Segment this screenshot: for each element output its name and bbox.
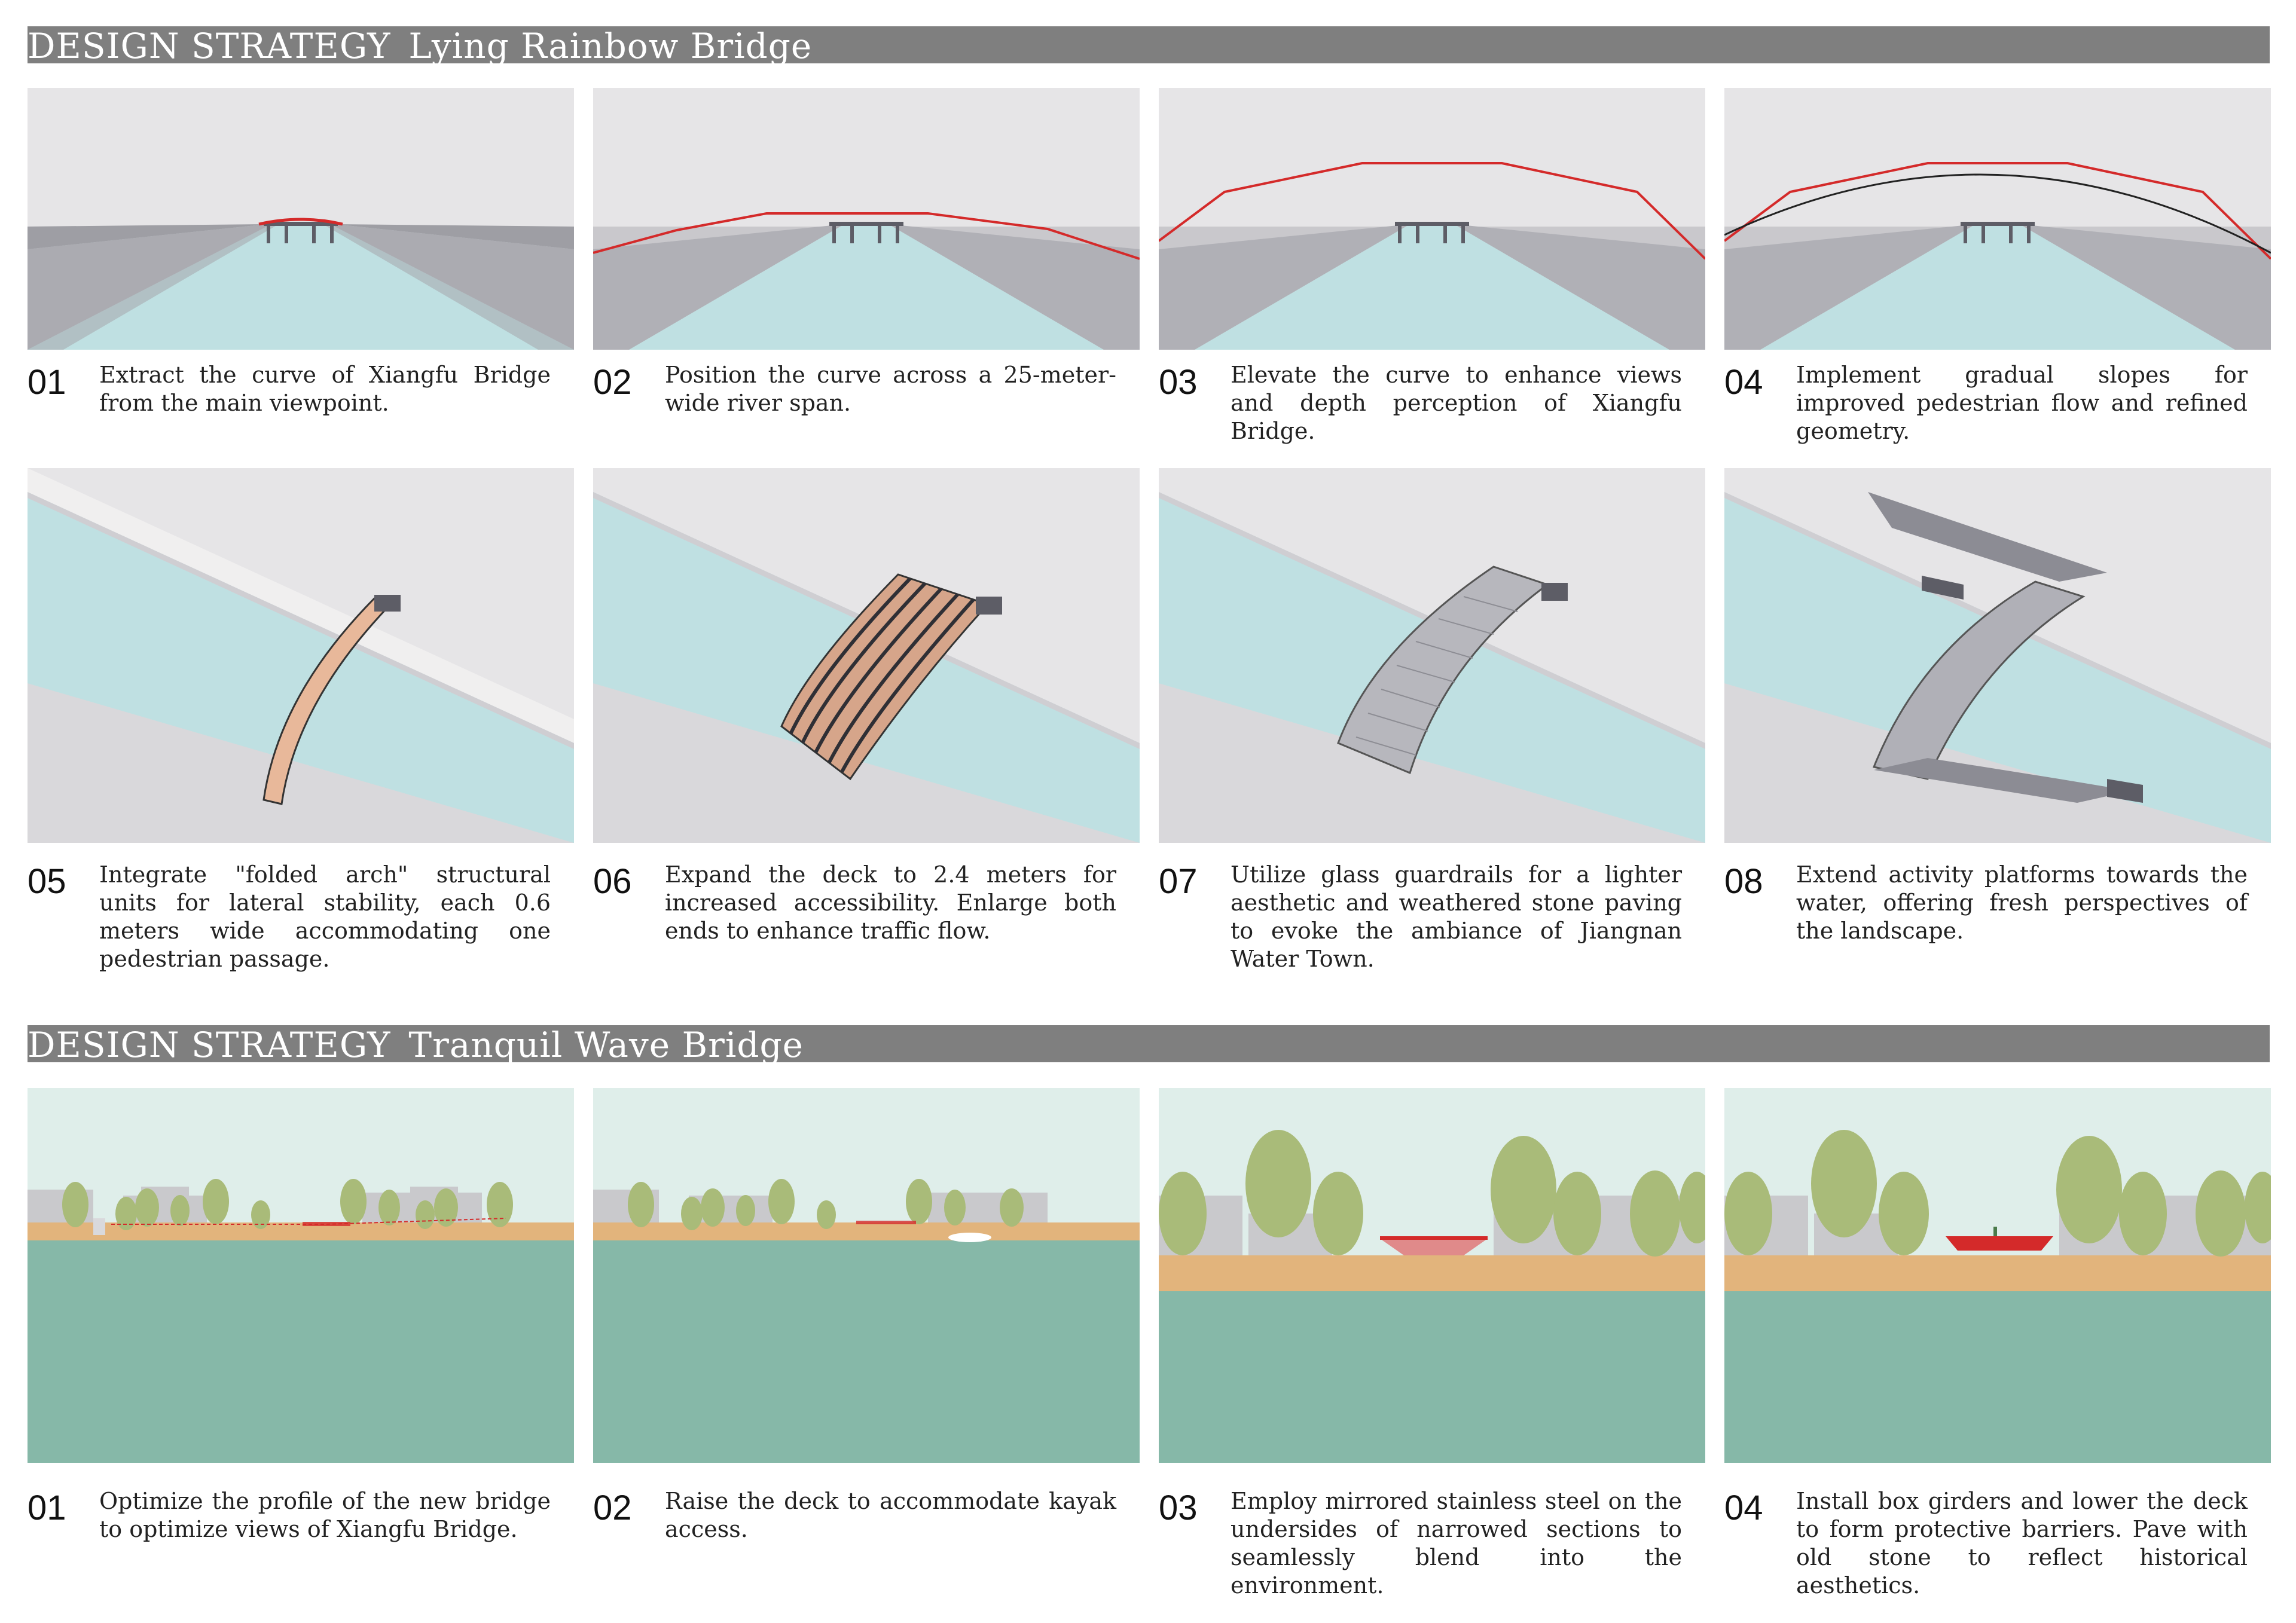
step-number: 08 — [1724, 862, 1763, 901]
step-number: 02 — [593, 363, 632, 402]
step-caption: Integrate "folded arch" structural units… — [99, 861, 551, 972]
step-01-viewpoint-render — [28, 88, 574, 350]
step-caption: Optimize the profile of the new bridge t… — [99, 1488, 551, 1542]
step-caption: Employ mirrored stainless steel on the u… — [1231, 1488, 1682, 1598]
step-caption: Elevate the curve to enhance views and d… — [1231, 362, 1682, 444]
step-number: 05 — [28, 862, 66, 901]
wave-step-01-section-render — [28, 1088, 574, 1463]
step-caption: Extend activity platforms towards the wa… — [1796, 861, 2248, 944]
step-05-folded-arch-render — [28, 468, 574, 843]
wave-step-04-section-render — [1724, 1088, 2271, 1463]
step-07-glass-guardrail-render — [1159, 468, 1705, 843]
step-caption: Position the curve across a 25-meter-wid… — [665, 362, 1116, 416]
step-number: 01 — [28, 363, 66, 402]
step-number: 04 — [1724, 363, 1763, 402]
step-02-curve-span-render — [593, 88, 1140, 350]
step-caption: Install box girders and lower the deck t… — [1796, 1488, 2248, 1598]
section-banner-rainbow: DESIGN STRATEGY_Lying Rainbow Bridge — [28, 26, 2270, 66]
step-number: 03 — [1159, 1488, 1198, 1527]
step-06-expanded-deck-render — [593, 468, 1140, 843]
step-number: 01 — [28, 1488, 66, 1527]
step-caption: Expand the deck to 2.4 meters for increa… — [665, 861, 1116, 944]
step-number: 04 — [1724, 1488, 1763, 1527]
step-08-activity-platform-render — [1724, 468, 2271, 843]
section-title: DESIGN STRATEGY_Lying Rainbow Bridge — [28, 26, 813, 66]
step-03-elevated-curve-render — [1159, 88, 1705, 350]
step-caption: Utilize glass guardrails for a lighter a… — [1231, 861, 1682, 972]
step-number: 06 — [593, 862, 632, 901]
section-title: DESIGN STRATEGY_Tranquil Wave Bridge — [28, 1025, 804, 1065]
step-caption: Extract the curve of Xiangfu Bridge from… — [99, 362, 551, 416]
step-number: 02 — [593, 1488, 632, 1527]
step-caption: Implement gradual slopes for improved pe… — [1796, 362, 2248, 444]
wave-step-03-section-render — [1159, 1088, 1705, 1463]
step-number: 03 — [1159, 363, 1198, 402]
step-caption: Raise the deck to accommodate kayak acce… — [665, 1488, 1116, 1542]
step-number: 07 — [1159, 862, 1198, 901]
step-04-gradual-slope-render — [1724, 88, 2271, 350]
wave-step-02-section-render — [593, 1088, 1140, 1463]
section-banner-wave: DESIGN STRATEGY_Tranquil Wave Bridge — [28, 1025, 2270, 1065]
